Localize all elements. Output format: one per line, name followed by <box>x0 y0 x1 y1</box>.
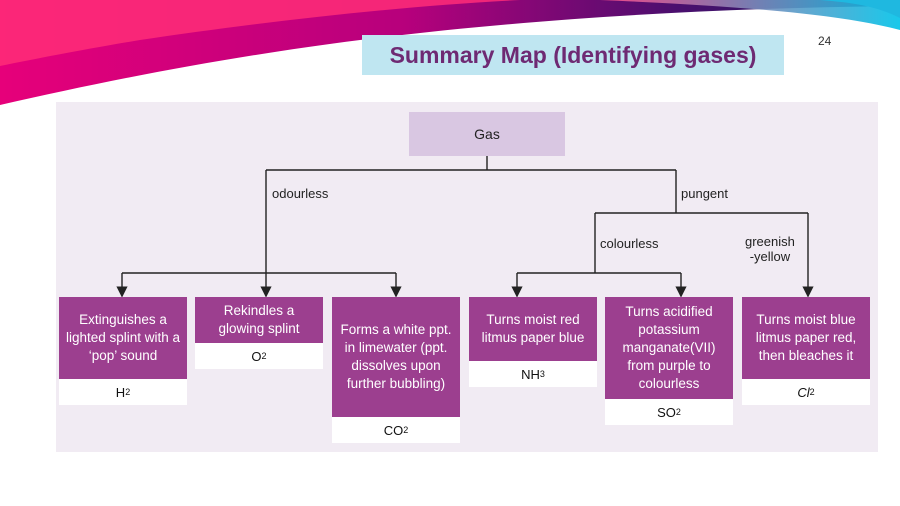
branch-label-greenish-yellow: greenish -yellow <box>745 234 795 264</box>
branch-label-colourless: colourless <box>600 236 659 251</box>
decorative-swoosh <box>0 0 900 105</box>
card-carbon-dioxide: Forms a white ppt. in limewater (ppt. di… <box>332 297 460 443</box>
slide-number: 24 <box>818 34 832 48</box>
card-chlorine: Turns moist blue litmus paper red, then … <box>742 297 870 405</box>
card-description: Rekindles a glowing splint <box>195 297 323 343</box>
root-node-gas: Gas <box>409 112 565 156</box>
card-description: Turns moist blue litmus paper red, then … <box>742 297 870 379</box>
card-sulfur-dioxide: Turns acidified potassium manganate(VII)… <box>605 297 733 425</box>
diagram-panel <box>56 102 878 452</box>
card-description: Extinguishes a lighted splint with a ‘po… <box>59 297 187 379</box>
page-title: Summary Map (Identifying gases) <box>362 35 784 75</box>
branch-label-pungent: pungent <box>681 186 728 201</box>
card-hydrogen: Extinguishes a lighted splint with a ‘po… <box>59 297 187 405</box>
branch-label-odourless: odourless <box>272 186 329 201</box>
card-description: Turns moist red litmus paper blue <box>469 297 597 361</box>
card-description: Turns acidified potassium manganate(VII)… <box>605 297 733 399</box>
card-description: Forms a white ppt. in limewater (ppt. di… <box>332 297 460 417</box>
